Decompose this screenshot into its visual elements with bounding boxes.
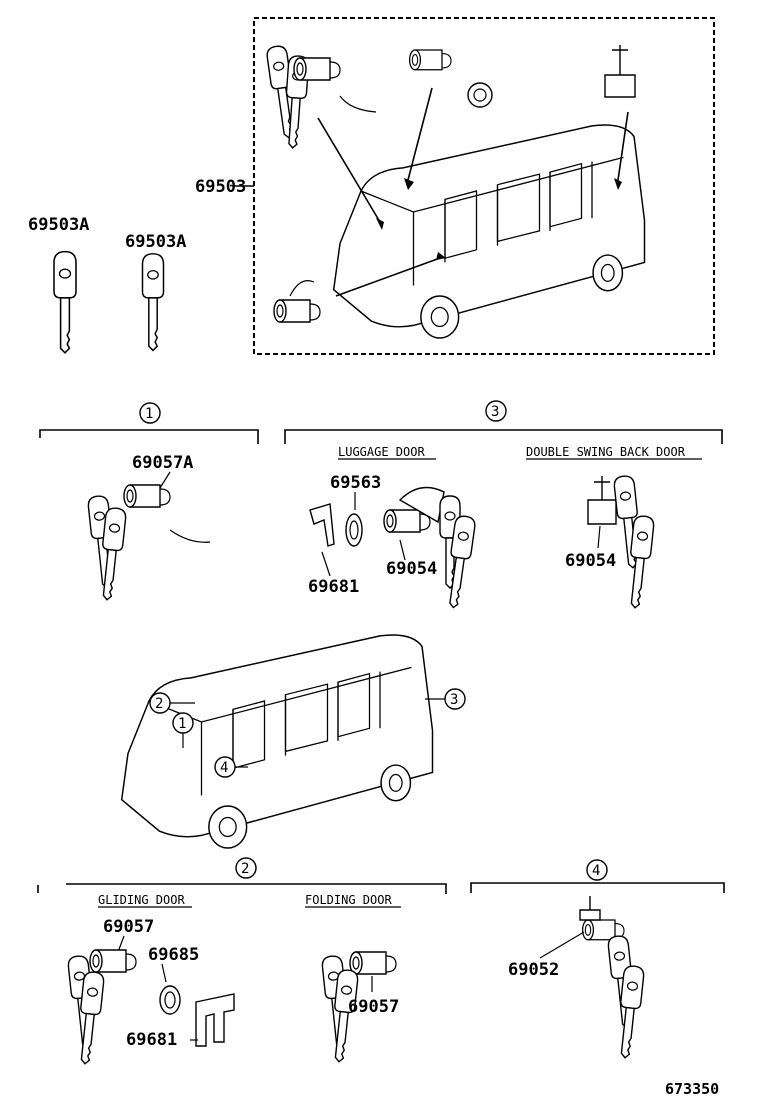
retainer-clip-icon (195, 993, 235, 1047)
key-icon (53, 250, 77, 354)
retainer-clip-icon (309, 503, 335, 547)
figure-number: 673350 (665, 1080, 719, 1098)
van-location-view: 2 1 4 3 (120, 634, 466, 849)
section-2-bracket (37, 883, 447, 894)
lock-cylinder-icon (408, 49, 452, 71)
part-69563: 69563 (330, 473, 381, 493)
section-4-bracket (470, 882, 725, 893)
luggage-door-heading: LUGGAGE DOOR (338, 445, 425, 459)
part-69681-sec3: 69681 (308, 577, 359, 597)
callout-4: 4 (592, 863, 600, 879)
key-label-right: 69503A (125, 232, 186, 252)
callout-3: 3 (491, 404, 499, 420)
part-69057A: 69057A (132, 453, 193, 473)
key-icon (141, 253, 165, 352)
van-callout-4: 4 (220, 760, 228, 776)
callout-2: 2 (241, 861, 249, 877)
van-icon (332, 124, 646, 339)
assembly-label: 69503 (195, 177, 246, 197)
part-69685: 69685 (148, 945, 199, 965)
section-2: 2 GLIDING DOOR FOLDING DOOR 69057 69685 … (37, 857, 447, 1066)
arrow-line (617, 111, 629, 181)
folding-door-heading: FOLDING DOOR (305, 893, 392, 907)
section-1-bracket (39, 429, 259, 444)
double-swing-heading: DOUBLE SWING BACK DOOR (526, 445, 686, 459)
van-callout-2: 2 (155, 696, 163, 712)
arrow-line (317, 117, 381, 223)
part-69054-left: 69054 (386, 559, 437, 579)
lock-cylinder-icon (293, 57, 341, 81)
van-icon (120, 634, 434, 849)
assembly-box: 69503 (195, 17, 715, 355)
part-69052: 69052 (508, 960, 559, 980)
part-69057-folding: 69057 (348, 997, 399, 1017)
lock-cylinder-icon (89, 949, 137, 973)
gasket-ring-icon (467, 82, 493, 108)
lock-cylinder-icon (123, 484, 171, 508)
arrow-line (407, 87, 433, 181)
gliding-door-heading: GLIDING DOOR (98, 893, 185, 907)
section-1: 1 69057A (39, 402, 259, 602)
van-callout-1: 1 (178, 716, 186, 732)
gasket-ring-icon (159, 985, 181, 1015)
gasket-ring-icon (345, 513, 363, 547)
key-label-left: 69503A (28, 215, 89, 235)
part-69681-sec2: 69681 (126, 1030, 177, 1050)
part-69057-gliding: 69057 (103, 917, 154, 937)
van-callout-3: 3 (450, 692, 458, 708)
section-3-bracket (284, 429, 723, 444)
lock-cylinder-icon (273, 299, 321, 323)
section-3: 3 LUGGAGE DOOR DOUBLE SWING BACK DOOR 69… (284, 400, 723, 610)
section-4: 4 69052 (470, 859, 725, 1060)
cylinder-rod (339, 95, 377, 113)
lock-cylinder-icon (349, 951, 397, 975)
arrow-line (335, 257, 441, 297)
lock-cylinder-icon (587, 476, 617, 525)
part-69054-right: 69054 (565, 551, 616, 571)
lock-cylinder-icon (604, 45, 636, 98)
callout-1: 1 (145, 406, 153, 422)
